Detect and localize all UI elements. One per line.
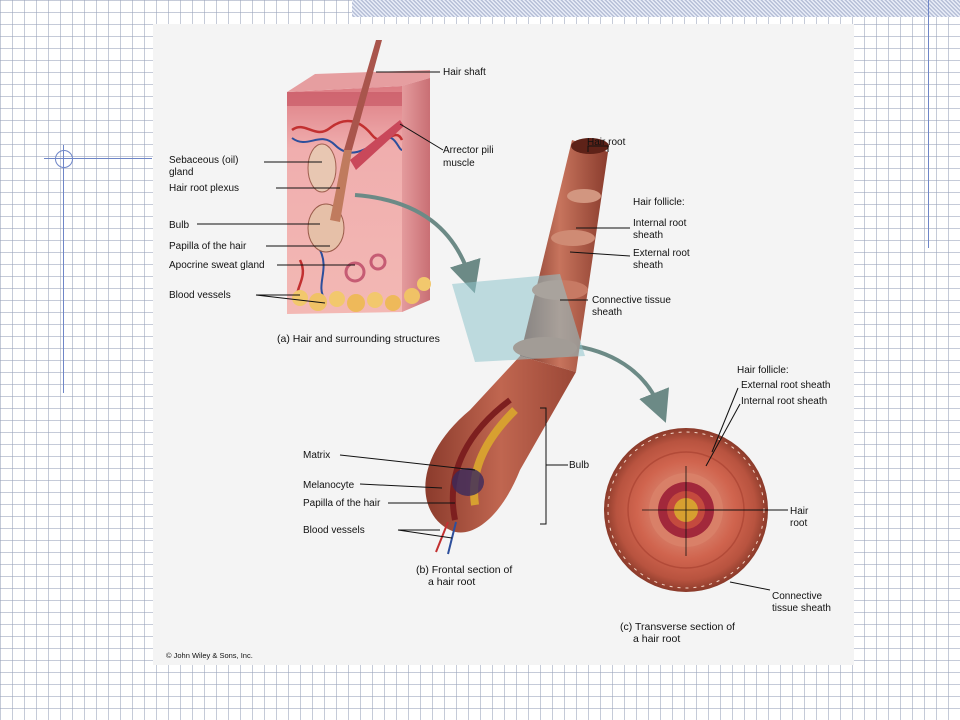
caption-panel-b-line1: (b) Frontal section of	[416, 564, 512, 576]
panel-c-leader-lines	[700, 387, 788, 591]
label-hair-follicle-b: Hair follicle:	[633, 197, 685, 208]
deco-vertical-line-left	[63, 145, 64, 393]
label-internal-root-sheath-c: Internal root sheath	[741, 396, 827, 407]
label-connective-tissue-line2: sheath	[592, 307, 622, 318]
header-band	[352, 0, 960, 17]
caption-panel-a: (a) Hair and surrounding structures	[277, 333, 440, 345]
label-matrix: Matrix	[303, 450, 330, 461]
label-hair-root-plexus: Hair root plexus	[169, 183, 239, 194]
label-hair-root-c-line1: Hair	[790, 506, 809, 517]
label-external-root-sheath-line1: External root	[633, 248, 690, 259]
label-arrector-pili-line1: Arrector pili	[443, 145, 494, 156]
skin-block-illustration	[287, 40, 431, 314]
panel-a-leader-lines	[197, 71, 444, 304]
caption-panel-c-line2: a hair root	[633, 633, 680, 645]
copyright-notice: © John Wiley & Sons, Inc.	[166, 651, 253, 660]
label-apocrine-sweat-gland: Apocrine sweat gland	[169, 260, 265, 271]
follicle-tube-illustration	[425, 138, 609, 555]
label-connective-tissue-line1: Connective tissue	[592, 295, 671, 306]
label-papilla-b: Papilla of the hair	[303, 498, 381, 509]
label-connective-tissue-c-line2: tissue sheath	[772, 603, 831, 614]
deco-circle	[55, 150, 73, 168]
panel-b-leader-lines	[339, 145, 631, 539]
label-sebaceous-line1: Sebaceous (oil)	[169, 155, 238, 166]
label-external-root-sheath-c: External root sheath	[741, 380, 831, 391]
label-arrector-pili-line2: muscle	[443, 158, 475, 169]
deco-horizontal-line	[44, 158, 152, 159]
label-hair-shaft: Hair shaft	[443, 67, 486, 78]
label-hair-follicle-c: Hair follicle:	[737, 365, 789, 376]
label-internal-root-sheath-line2: sheath	[633, 230, 663, 241]
label-melanocyte: Melanocyte	[303, 480, 355, 491]
label-internal-root-sheath-line1: Internal root	[633, 218, 687, 229]
label-hair-root: Hair root	[587, 137, 626, 148]
deco-vertical-line-right	[928, 0, 929, 248]
label-external-root-sheath-line2: sheath	[633, 260, 663, 271]
caption-panel-c-line1: (c) Transverse section of	[620, 621, 735, 633]
label-blood-vessels-a: Blood vessels	[169, 290, 231, 301]
label-bulb-b: Bulb	[569, 460, 589, 471]
label-blood-vessels-b: Blood vessels	[303, 525, 365, 536]
transverse-section-illustration	[604, 428, 768, 592]
label-bulb-a: Bulb	[169, 220, 189, 231]
label-hair-root-c-line2: root	[790, 518, 807, 529]
arrow-to-frontal-section	[354, 193, 481, 294]
label-papilla-a: Papilla of the hair	[169, 241, 247, 252]
label-connective-tissue-c-line1: Connective	[772, 591, 822, 602]
caption-panel-b-line2: a hair root	[428, 576, 475, 588]
label-sebaceous-line2: gland	[169, 167, 193, 178]
hair-anatomy-figure: Hair shaft Arrector pili muscle Sebaceou…	[153, 24, 854, 665]
